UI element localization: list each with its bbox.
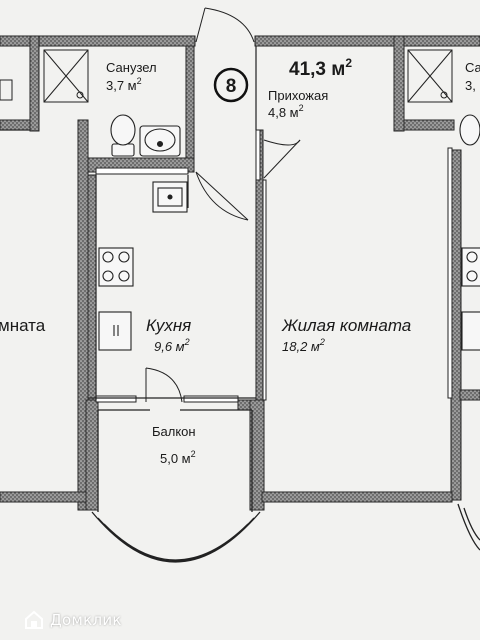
watermark-text: Домклик [50,611,122,629]
doors [145,7,301,403]
bathroom-area: 3,7 м2 [106,76,142,93]
right-fridge-icon [461,311,480,351]
bathroom-name: Санузел [106,60,157,75]
hallway-name: Прихожая [268,88,328,103]
room-lines [0,46,257,400]
left-room-name: мната [0,316,46,335]
windows [95,129,453,403]
right-toilet-icon [459,114,480,146]
kitchen-sink-icon [152,181,188,213]
balcony-name: Балкон [152,424,196,439]
right-stove-icon [461,247,480,287]
hallway-area: 4,8 м2 [268,103,304,120]
kitchen-name: Кухня [146,316,191,335]
total-area: 41,3 м2 [289,56,352,80]
bath-sink-icon [139,125,181,157]
apartment-number: 8 [226,76,237,97]
house-logo-icon [25,610,43,629]
fridge-icon [98,311,132,351]
kitchen-area: 9,6 м2 [154,337,190,354]
watermark: Домклик [24,610,122,630]
right-bathroom-name: Са [465,60,480,75]
balcony-outline [91,409,261,563]
right-shower-tray-icon [407,49,453,103]
toilet-icon [110,114,136,157]
right-balcony-outline [457,503,480,551]
walls [0,35,480,511]
shower-tray-icon [43,49,89,103]
balcony-area: 5,0 м2 [160,449,196,466]
living-room-area: 18,2 м2 [282,337,325,354]
left-fixture [0,79,13,101]
living-room-name: Жилая комната [281,316,411,335]
right-bathroom-area: 3, [465,78,476,93]
apartment-number-badge [213,67,249,103]
stove-icon [98,247,134,287]
